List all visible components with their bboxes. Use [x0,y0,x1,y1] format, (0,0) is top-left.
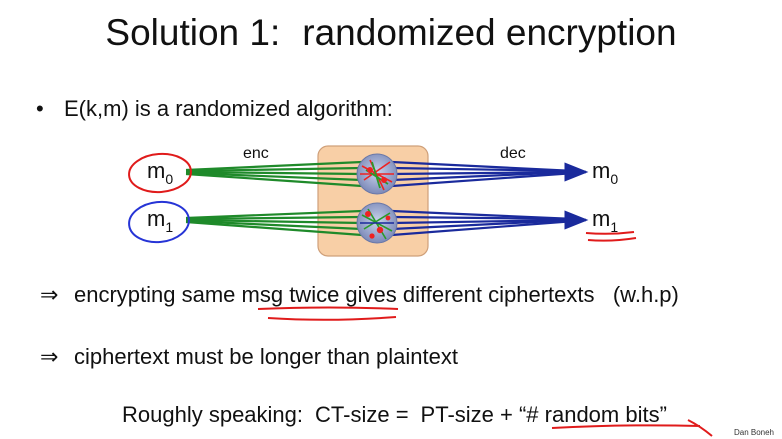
bullet-item: • E(k,m) is a randomized algorithm: [36,96,393,122]
rough-eq-left: CT-size = [315,402,409,427]
random-ball-top [356,153,398,195]
implication-1-text: encrypting same msg twice gives differen… [74,282,595,307]
bullet-dot: • [36,96,44,121]
implication-1: ⇒ encrypting same msg twice gives differe… [40,282,679,308]
bullet-text: E(k,m) is a randomized algorithm: [64,96,393,121]
rough-size-equation: Roughly speaking: CT-size = PT-size + “# r… [122,402,667,428]
slide-title: Solution 1: randomized encryption [0,12,782,54]
implication-2-text: ciphertext must be longer than plaintext [74,344,459,369]
title-part-1: Solution 1: [105,12,281,53]
implies-symbol: ⇒ [40,282,59,307]
input-m1: m1 [147,206,173,235]
title-part-2: randomized encryption [302,12,677,53]
random-ball-bottom [356,202,398,244]
implies-symbol: ⇒ [40,344,59,369]
implication-1-note: (w.h.p) [612,282,679,307]
dec-label: dec [500,145,526,162]
enc-lines-bottom [185,209,363,237]
enc-lines-top [185,160,363,188]
rough-label: Roughly speaking: [122,402,304,427]
dec-lines-bottom [391,209,576,237]
output-m1: m1 [592,206,618,235]
rough-eq-right: PT-size + “# random bits” [420,402,667,427]
output-m0: m0 [592,158,618,187]
implication-2: ⇒ ciphertext must be longer than plaintex… [40,344,458,370]
dec-lines-top [391,160,576,188]
enc-label: enc [243,145,269,162]
input-m0: m0 [147,158,173,187]
author-credit: Dan Boneh [733,428,774,437]
